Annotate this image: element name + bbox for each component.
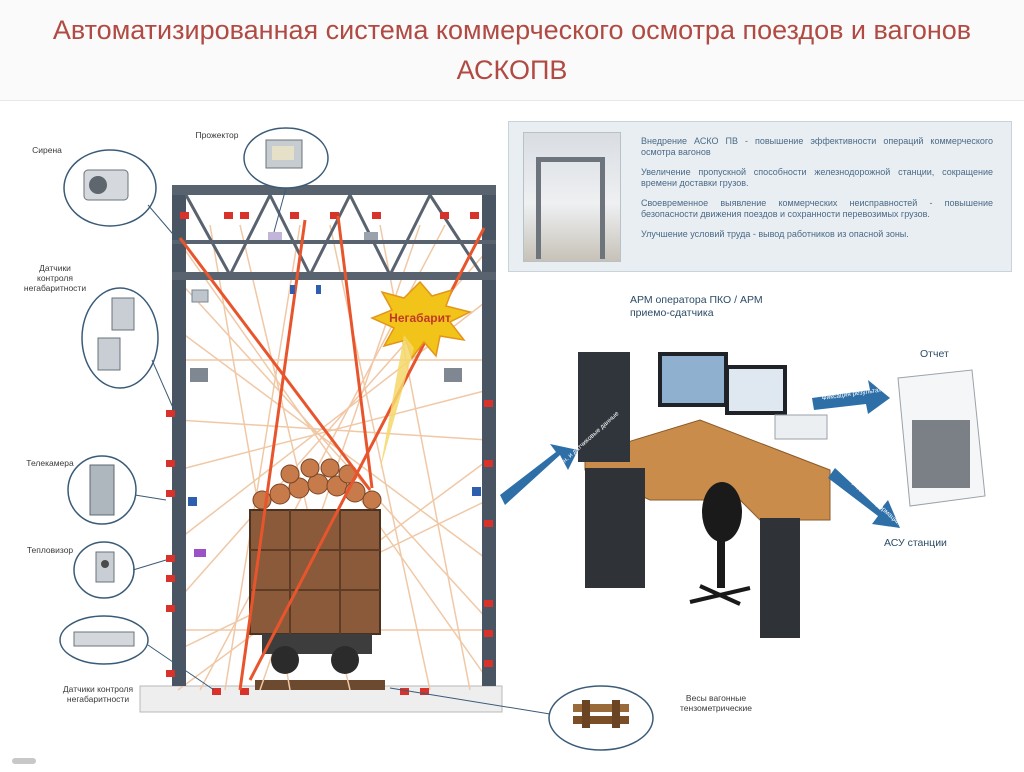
oversize-sensors — [166, 212, 493, 695]
projector-icon — [265, 139, 303, 169]
operator-workstation — [578, 352, 831, 638]
benefit-paragraph: Улучшение условий труда - вывод работник… — [641, 229, 909, 239]
scales-label: Весы вагонные тензометрические — [679, 693, 752, 713]
siren-icon — [83, 169, 129, 201]
arrow-to-station-acs — [828, 468, 900, 528]
oversize-sensors-top-label: Датчики контроля негабаритности — [23, 263, 87, 293]
slide-title-bar: Автоматизированная система коммерческого… — [0, 0, 1024, 101]
flow-arrows — [500, 380, 900, 528]
benefits-info-panel: Внедрение АСКО ПВ - повышение эффективно… — [508, 121, 1012, 272]
arrow-to-workstation — [500, 444, 578, 505]
inspection-portal-frame — [172, 185, 496, 686]
rail-scales-plate — [255, 680, 385, 690]
slide-title: Автоматизированная система коммерческого… — [52, 15, 972, 85]
thermal-imager-label: Тепловизор — [26, 545, 74, 555]
callout-pointers — [132, 187, 551, 715]
freight-wagon — [249, 458, 382, 674]
arrow-caption-to-acs: Передача информации — [845, 474, 902, 526]
oversize-alert-badge — [370, 280, 473, 470]
diagram-canvas: Негабарит Видео-, тепловизионн. и датчик… — [59, 127, 986, 751]
thermal-imager-icon — [95, 551, 115, 583]
report-document — [897, 369, 986, 507]
portal-photo — [523, 132, 621, 262]
device-icons — [73, 139, 629, 728]
siren-label: Сирена — [32, 145, 62, 155]
workstation-label: АРМ оператора ПКО / АРМ приемо-сдатчика — [630, 294, 763, 319]
frame-devices — [188, 232, 481, 557]
scales-icon — [573, 700, 629, 728]
oversize-alert-text: Негабарит — [389, 311, 451, 325]
tv-camera-icon — [89, 464, 115, 516]
projector-label: Прожектор — [195, 130, 239, 140]
system-diagram: Негабарит Видео-, тепловизионн. и датчик… — [0, 100, 1024, 767]
tv-camera-label: Телекамера — [26, 458, 74, 468]
arrow-to-report — [812, 380, 890, 414]
footer-watermark — [12, 758, 36, 764]
station-acs-label: АСУ станции — [884, 537, 947, 549]
benefit-paragraph: Своевременное выявление коммерческих неи… — [641, 198, 993, 219]
ground-sensor-icon — [73, 631, 135, 647]
track-base — [139, 685, 503, 713]
benefits-text: Внедрение АСКО ПВ - повышение эффективно… — [641, 136, 993, 249]
oversize-sensor-icon — [97, 297, 135, 371]
benefit-paragraph: Увеличение пропускной способности железн… — [641, 167, 993, 188]
report-label: Отчет — [920, 348, 949, 360]
benefit-paragraph: Внедрение АСКО ПВ - повышение эффективно… — [641, 136, 993, 157]
oversize-sensors-bottom-label: Датчики контроля негабаритности — [62, 684, 134, 704]
